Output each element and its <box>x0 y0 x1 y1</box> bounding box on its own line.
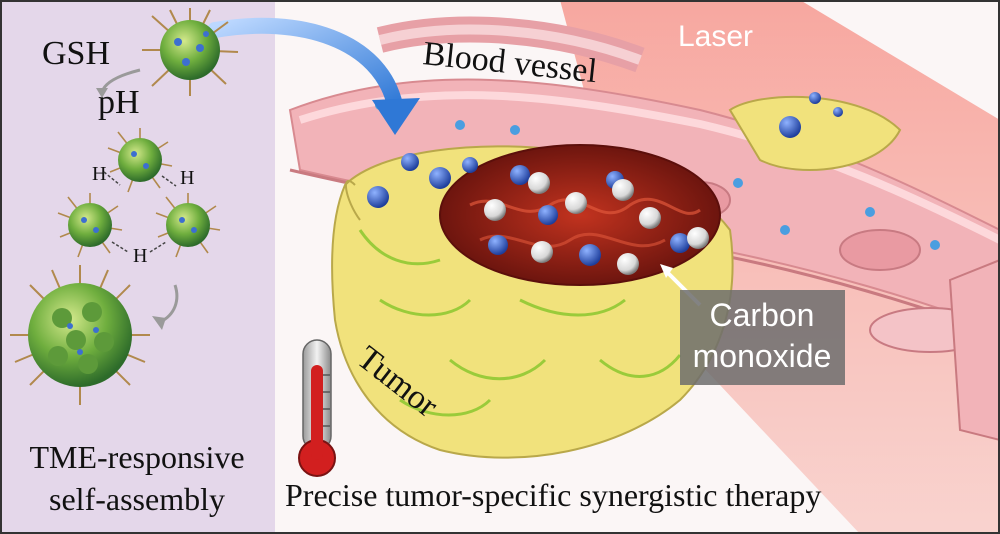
nanoparticle-triad <box>57 128 221 258</box>
gsh-label: GSH <box>42 35 110 72</box>
left-caption-line2: self-assembly <box>49 481 225 517</box>
laser-label: Laser <box>678 20 753 53</box>
tumor <box>331 144 734 459</box>
h-bond-label-bottom: H <box>133 245 147 267</box>
nanoparticle-monomer-top <box>142 8 239 96</box>
h-bond-label-left: H <box>92 163 106 185</box>
co-label-line2: monoxide <box>693 338 832 374</box>
curved-arrow-icon <box>207 17 403 113</box>
h-bond-label-right: H <box>180 167 194 189</box>
thermometer-icon <box>298 339 336 477</box>
left-caption-line1: TME-responsive <box>29 439 244 475</box>
left-panel <box>0 0 275 534</box>
co-label-box <box>680 290 845 385</box>
assembled-nanoparticle <box>10 265 150 405</box>
bottom-caption: Precise tumor-specific synergistic thera… <box>285 477 821 513</box>
co-label-line1: Carbon <box>710 297 815 333</box>
carbon-monoxide-bubbles <box>484 172 709 275</box>
nanoparticle-cluster <box>367 92 843 266</box>
